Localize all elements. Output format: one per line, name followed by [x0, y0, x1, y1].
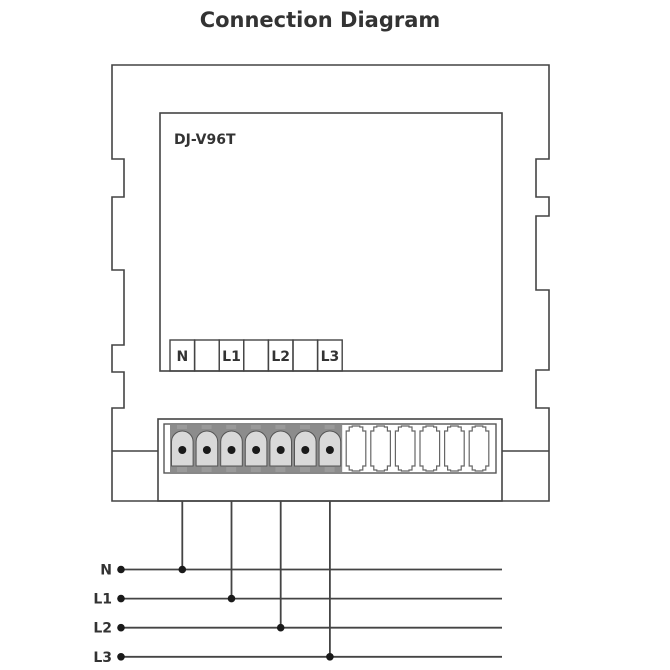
- bus-label-n: N: [100, 563, 112, 579]
- label-box: [316, 339, 343, 372]
- empty-terminal-slot: [345, 425, 367, 472]
- display-panel: [159, 112, 503, 372]
- junction-dot-l2: [276, 623, 285, 632]
- bus-label-l2: L2: [93, 621, 112, 637]
- terminal-block-frame: [163, 423, 497, 474]
- screw-terminal: [318, 425, 342, 472]
- bus-endpoint-l1: [117, 594, 125, 603]
- bus-endpoint-l2: [117, 623, 125, 632]
- label-box: [292, 339, 319, 372]
- diagram-title: Connection Diagram: [199, 8, 441, 32]
- empty-terminal-slot: [468, 425, 490, 472]
- bus-label-l1: L1: [93, 592, 112, 608]
- empty-terminal-slot: [394, 425, 416, 472]
- screw-terminal: [195, 425, 219, 472]
- label-box: [193, 339, 220, 372]
- terminal-label-l1: L1: [222, 349, 241, 365]
- screw-icon: [252, 446, 261, 454]
- terminal-bottom-tab: [226, 467, 237, 472]
- screw-terminal: [220, 425, 243, 472]
- screw-icon: [202, 446, 211, 454]
- empty-terminal-slot: [419, 425, 441, 472]
- screw-icon: [325, 446, 334, 454]
- screw-icon: [301, 446, 310, 454]
- screw-terminal: [171, 425, 194, 472]
- bus-endpoint-n: [117, 565, 125, 574]
- terminal-bottom-tab: [324, 467, 335, 472]
- terminal-top-tab: [300, 425, 310, 429]
- terminal-top-tab: [201, 425, 212, 429]
- terminal-bottom-tab: [275, 467, 286, 472]
- screw-icon: [178, 446, 187, 454]
- terminal-top-tab: [177, 425, 187, 429]
- model-label: DJ-V96T: [174, 132, 236, 148]
- terminal-label-l3: L3: [321, 349, 340, 365]
- label-box: [243, 339, 270, 372]
- terminal-bottom-tab: [250, 467, 261, 472]
- terminal-top-tab: [226, 425, 237, 429]
- bus-endpoint-l3: [117, 653, 125, 661]
- empty-terminal-slot: [370, 425, 391, 472]
- terminal-label-l2: L2: [271, 349, 290, 365]
- junction-dot-l3: [326, 653, 334, 661]
- terminal-label-n: N: [176, 349, 188, 365]
- terminal-top-tab: [324, 425, 335, 429]
- terminal-top-tab: [275, 425, 286, 429]
- terminal-top-tab: [250, 425, 261, 429]
- screw-icon: [227, 446, 236, 454]
- terminal-row: [170, 425, 490, 472]
- terminal-bottom-tab: [201, 467, 212, 472]
- screw-icon: [276, 446, 285, 454]
- screw-terminal: [269, 425, 292, 472]
- bus-label-l3: L3: [93, 650, 112, 666]
- screw-terminal: [244, 425, 268, 472]
- meter-housing-outline: [111, 64, 550, 502]
- terminal-bottom-tab: [300, 467, 310, 472]
- terminal-label-strip: N L1 L2 L3: [169, 339, 343, 372]
- screw-terminal: [294, 425, 317, 472]
- junction-dot-l1: [227, 594, 236, 603]
- junction-dot-n: [178, 565, 187, 574]
- terminal-bottom-tab: [177, 467, 187, 472]
- empty-terminal-slot: [444, 425, 465, 472]
